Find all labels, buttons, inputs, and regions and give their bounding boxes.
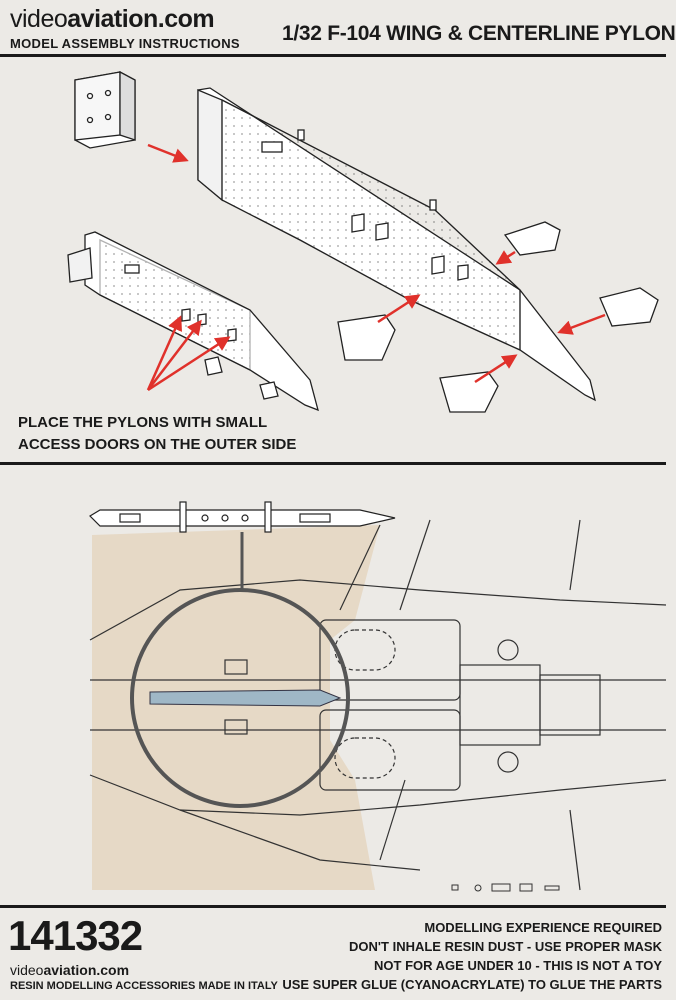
warning-line: NOT FOR AGE UNDER 10 - THIS IS NOT A TOY [374,958,662,973]
footer-brand: videoaviation.com [10,962,129,978]
footer-brand-suffix: .com [96,962,130,978]
brand-suffix: .com [157,5,215,33]
small-pylon-part [67,231,319,412]
pylon-assembly-illustration [67,70,659,413]
header-divider [0,54,666,57]
warning-line: DON'T INHALE RESIN DUST - USE PROPER MAS… [349,939,662,954]
arrow-block-to-pylon [147,143,189,163]
footer-brand-light: video [10,962,44,978]
header: videoaviation.com MODEL ASSEMBLY INSTRUC… [0,0,676,56]
footer-divider [0,905,666,908]
pylon-side-view [89,501,396,533]
sway-brace-part [337,221,659,413]
footer-tagline: RESIN MODELLING ACCESSORIES MADE IN ITAL… [10,980,278,992]
footer-brand-bold: aviation [43,962,97,978]
mounting-block-part [74,70,136,149]
brand-bold: aviation [67,5,158,33]
page-title: 1/32 F-104 WING & CENTERLINE PYLON [282,22,676,45]
warning-line: MODELLING EXPERIENCE REQUIRED [424,920,662,935]
brand-logo: videoaviation.com [10,5,215,33]
instruction-note-line-1: PLACE THE PYLONS WITH SMALL [18,414,268,431]
magnifier-circle [130,588,350,808]
large-pylon-part [197,87,596,402]
product-code: 141332 [8,912,143,959]
brand-light: video [10,5,68,33]
document-subtitle: MODEL ASSEMBLY INSTRUCTIONS [10,36,240,51]
instruction-note-line-2: ACCESS DOORS ON THE OUTER SIDE [18,436,297,453]
section-divider [0,462,666,465]
centerline-pylon-placement-illustration [89,501,667,892]
instruction-note: PLACE THE PYLONS WITH SMALL ACCESS DOORS… [18,412,296,456]
warning-line: USE SUPER GLUE (CYANOACRYLATE) TO GLUE T… [282,977,662,992]
assembly-arrows [146,250,606,392]
pylon-position-highlight [149,689,342,707]
fuselage-outline [89,519,667,891]
safety-warnings: MODELLING EXPERIENCE REQUIRED DON'T INHA… [282,918,662,994]
wing-tint-area [92,525,380,890]
detail-marks [451,883,560,892]
